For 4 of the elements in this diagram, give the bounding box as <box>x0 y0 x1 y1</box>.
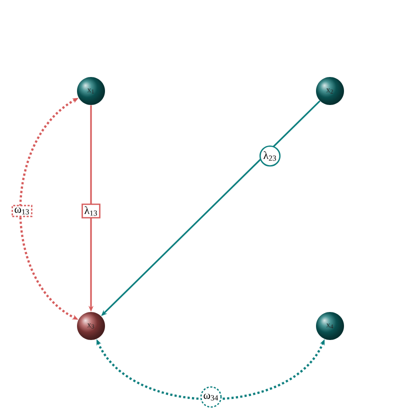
edge-label: λ$_{23}$ <box>259 145 281 167</box>
edge-label: λ$_{13}$ <box>82 204 100 218</box>
edge-label: ω$_{13}$ <box>12 204 32 218</box>
edge-label: ω$_{34}$ <box>200 386 222 408</box>
